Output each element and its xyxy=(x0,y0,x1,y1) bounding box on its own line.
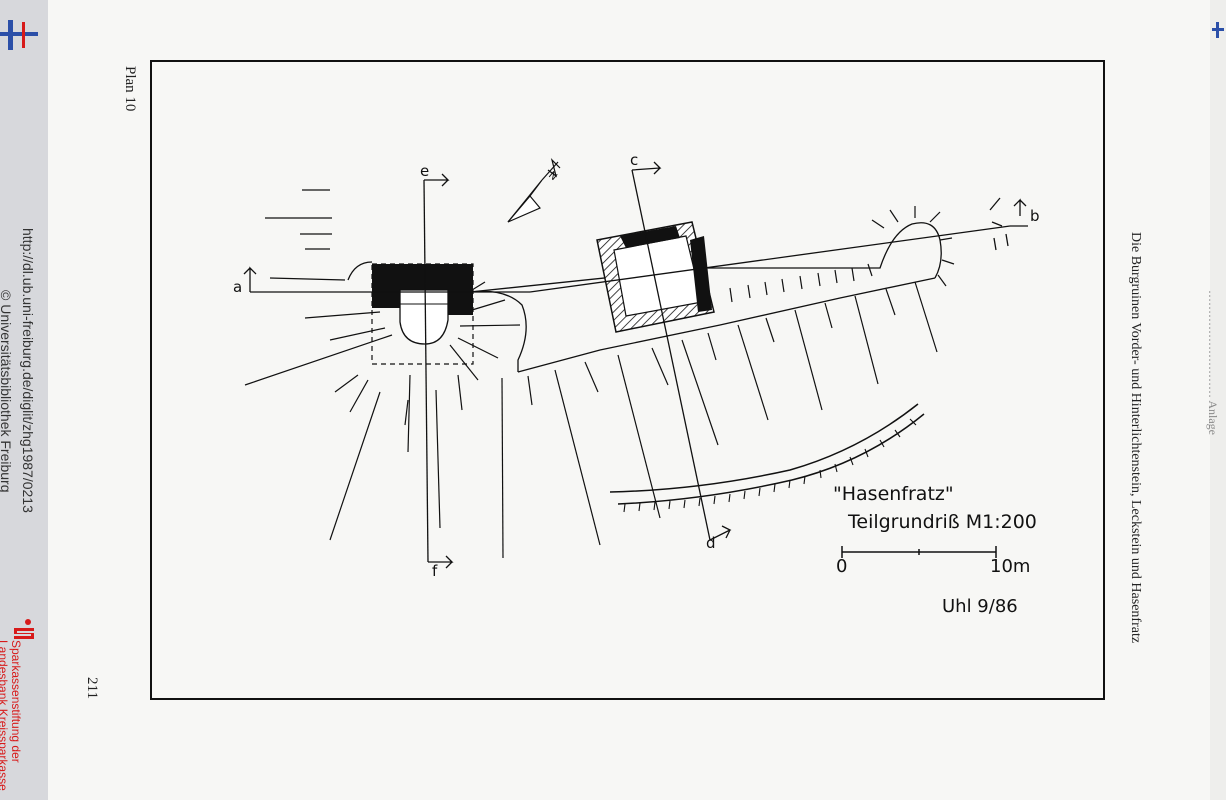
ridge-ticks xyxy=(729,206,955,303)
section-label-b: b xyxy=(1030,207,1040,225)
path-track xyxy=(609,403,925,505)
section-label-a: a xyxy=(233,278,242,296)
section-lines xyxy=(250,169,1011,563)
section-label-d: d xyxy=(706,534,716,552)
viewer-sidebar xyxy=(0,0,48,800)
path-track-ticks xyxy=(623,418,917,513)
section-label-c: c xyxy=(630,151,638,169)
slope-hachures xyxy=(527,281,938,546)
page-edge-logo-icon xyxy=(1212,22,1224,38)
drawing-author: Uhl 9/86 xyxy=(942,596,1018,617)
drawing-title: "Hasenfratz" xyxy=(833,483,954,505)
west-tower xyxy=(371,263,474,365)
scale-end-label: 10m xyxy=(990,556,1030,577)
terrain-outline xyxy=(347,222,942,373)
next-page-edge xyxy=(1210,0,1226,800)
section-label-f: f xyxy=(432,562,438,580)
scale-start-label: 0 xyxy=(836,556,847,577)
east-keep xyxy=(596,221,715,333)
section-arrows xyxy=(243,161,1028,569)
north-arrow-icon xyxy=(507,158,561,223)
scale-bar xyxy=(841,546,997,558)
section-label-e: e xyxy=(420,162,429,180)
sparkasse-logo-icon xyxy=(14,619,34,639)
plan-frame xyxy=(150,60,1105,700)
north-label: N xyxy=(546,170,559,183)
drawing-subtitle: Teilgrundriß M1:200 xyxy=(847,511,1037,533)
library-logo-icon xyxy=(0,20,38,50)
west-hachures xyxy=(244,189,521,559)
